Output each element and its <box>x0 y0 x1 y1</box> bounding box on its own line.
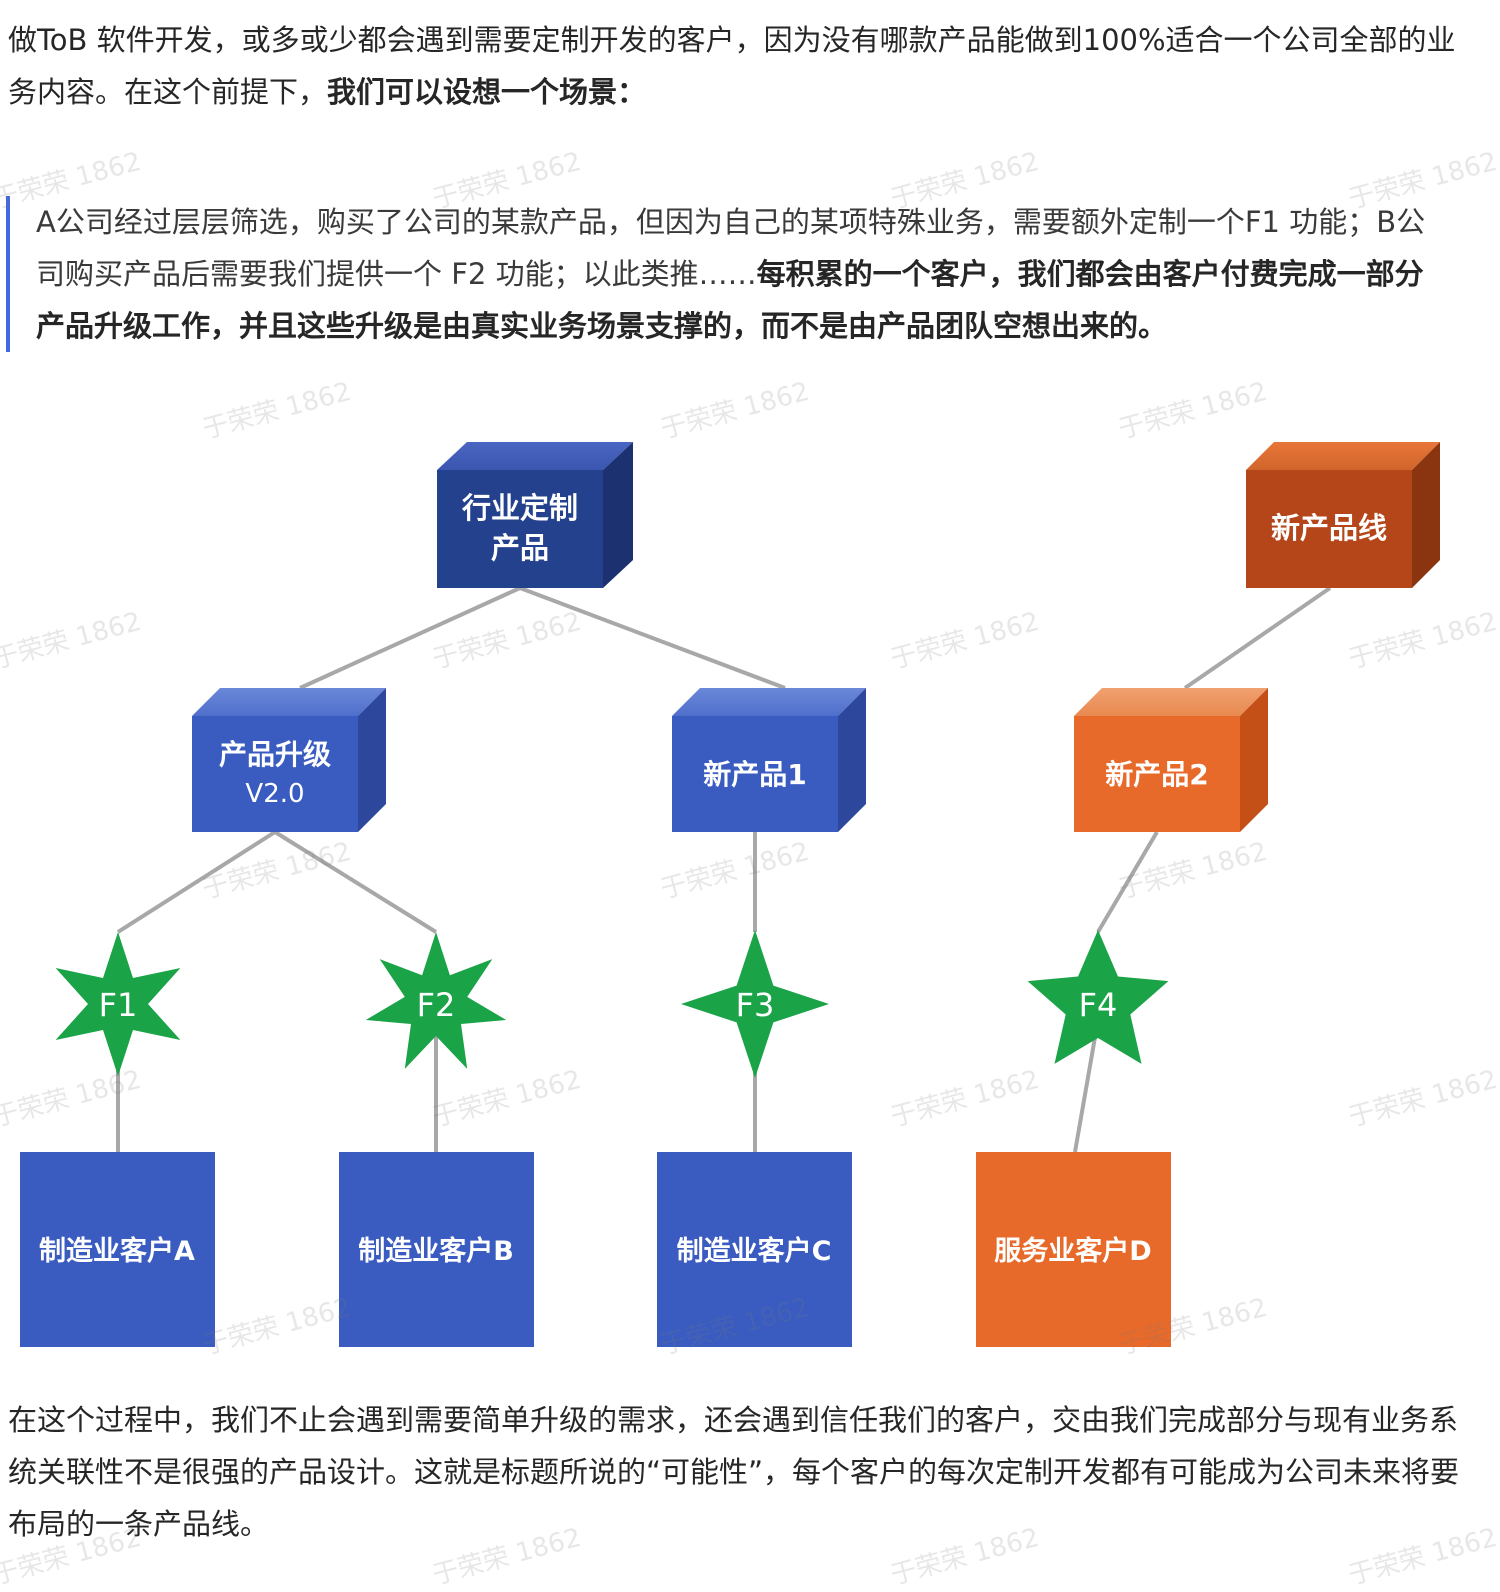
feature-f1-label: F1 <box>99 986 138 1024</box>
line-newprod2-f4 <box>1096 830 1159 934</box>
intro-bold-text: 我们可以设想一个场景： <box>327 75 647 109</box>
node-root: 行业定制 产品 <box>437 442 633 588</box>
node-newprod2: 新产品2 <box>1074 688 1268 832</box>
node-root-label-2: 产品 <box>491 531 549 565</box>
node-newline-label: 新产品线 <box>1271 511 1387 545</box>
customer-c-label: 制造业客户C <box>677 1235 832 1267</box>
line-newline-newprod2 <box>1183 586 1332 690</box>
node-upgrade-label-1: 产品升级 <box>219 738 331 771</box>
customer-d-label: 服务业客户D <box>994 1235 1151 1267</box>
feature-f4: F4 <box>1027 930 1169 1064</box>
customer-a: 制造业客户A <box>20 1152 215 1347</box>
feature-f4-star <box>1027 930 1169 1064</box>
feature-f2: F2 <box>365 932 507 1069</box>
feature-f3: F3 <box>681 930 829 1078</box>
feature-f3-label: F3 <box>736 986 775 1024</box>
intro-text: 做ToB 软件开发，或多或少都会遇到需要定制开发的客户，因为没有哪款产品能做到1… <box>8 23 1456 109</box>
line-upgrade-f2 <box>273 830 438 934</box>
line-upgrade-f1 <box>116 830 277 934</box>
intro-paragraph: 做ToB 软件开发，或多或少都会遇到需要定制开发的客户，因为没有哪款产品能做到1… <box>8 14 1478 118</box>
customer-b-label: 制造业客户B <box>358 1235 514 1267</box>
blockquote: A公司经过层层筛选，购买了公司的某款产品，但因为自己的某项特殊业务，需要额外定制… <box>6 196 1446 352</box>
node-upgrade-label-2: V2.0 <box>245 779 304 809</box>
node-newprod1: 新产品1 <box>672 688 866 832</box>
feature-f2-star <box>365 932 507 1069</box>
customer-d: 服务业客户D <box>976 1152 1171 1347</box>
feature-f1-star <box>55 932 181 1076</box>
customer-a-label: 制造业客户A <box>39 1235 195 1267</box>
customer-c: 制造业客户C <box>657 1152 852 1347</box>
product-evolution-diagram: 行业定制 产品 产品升级 V2.0 新产品1 新产品线 新产品2 F1 F2 <box>20 442 1440 1347</box>
line-root-upgrade <box>299 586 521 690</box>
node-newline: 新产品线 <box>1246 442 1440 588</box>
feature-f2-label: F2 <box>417 986 456 1024</box>
node-newprod2-label: 新产品2 <box>1105 758 1208 791</box>
feature-f3-star <box>681 930 829 1078</box>
line-f4-custD <box>1073 1019 1100 1153</box>
quote-text: A公司经过层层筛选，购买了公司的某款产品，但因为自己的某项特殊业务，需要额外定制… <box>36 205 1426 291</box>
conclusion-paragraph: 在这个过程中，我们不止会遇到需要简单升级的需求，还会遇到信任我们的客户，交由我们… <box>8 1403 1460 1541</box>
quote-bold-text: 每积累的一个客户，我们都会由客户付费完成一部分产品升级工作，并且这些升级是由真实… <box>36 257 1424 343</box>
feature-f1: F1 <box>55 932 181 1076</box>
node-newprod1-label: 新产品1 <box>703 758 806 791</box>
node-upgrade: 产品升级 V2.0 <box>192 688 386 832</box>
line-root-newprod1 <box>519 586 786 690</box>
connector-lines <box>116 586 1332 1153</box>
feature-f4-label: F4 <box>1079 986 1118 1024</box>
node-root-label-1: 行业定制 <box>461 491 578 525</box>
customer-b: 制造业客户B <box>339 1152 534 1347</box>
